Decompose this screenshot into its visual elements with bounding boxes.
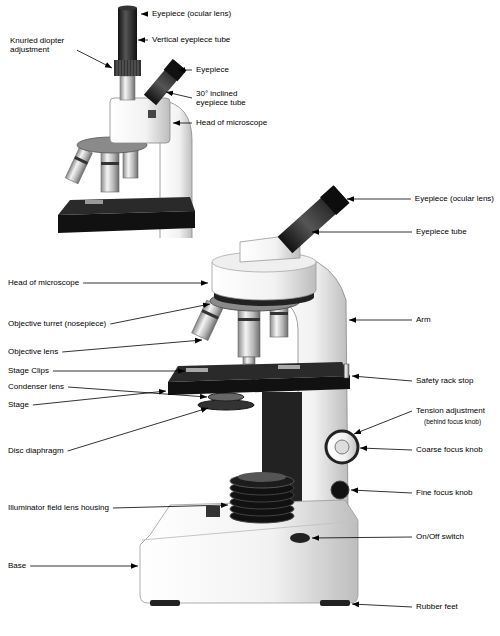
leader-arrow — [173, 123, 192, 124]
leader-arrow — [68, 387, 207, 397]
inset-knurling — [117, 60, 138, 76]
part-label: Vertical eyepiece tube — [152, 35, 230, 44]
part-label: Tension adjustment — [416, 406, 485, 415]
inset-eyepiece-top — [118, 6, 137, 11]
objective-band — [201, 309, 219, 319]
inset-head-screw — [148, 110, 156, 118]
leader-arrow — [33, 391, 166, 405]
part-label: Arm — [416, 315, 431, 324]
leader-arrow — [68, 408, 208, 451]
leader-arrow — [83, 283, 208, 284]
leader-arrow — [352, 604, 412, 607]
part-label: (behind focus knob) — [424, 418, 481, 425]
objective-band — [238, 318, 260, 321]
inset-objective-band — [74, 156, 88, 165]
power-switch — [290, 533, 310, 543]
stage-clip — [186, 368, 208, 372]
inset-head — [110, 98, 170, 143]
eyepiece — [320, 185, 349, 215]
condenser — [208, 393, 244, 401]
eyepiece-tube-body — [278, 186, 349, 253]
leader-arrow — [53, 371, 185, 372]
part-label: On/Off switch — [416, 532, 464, 541]
inset-objective — [101, 150, 119, 192]
main-microscope — [140, 185, 358, 606]
part-label: Objective turret (nosepiece) — [8, 319, 106, 328]
leader-arrow — [141, 14, 148, 15]
part-label: Stage — [8, 400, 29, 409]
logo-badge — [206, 506, 220, 517]
part-label: Eyepiece (ocular lens) — [415, 194, 494, 203]
rubber-foot — [320, 600, 350, 606]
part-label: Head of microscope — [196, 118, 267, 127]
inset-objective-band — [101, 162, 119, 165]
inset-vertical-eyepiece — [118, 8, 137, 60]
objective-band — [270, 312, 288, 315]
leader-arrow — [138, 40, 148, 41]
leader-arrow — [354, 411, 412, 434]
part-label: Illuminator field lens housing — [8, 503, 109, 512]
leader-arrow — [178, 70, 192, 71]
safety-rack-stop — [344, 364, 349, 378]
tension-cap — [335, 440, 349, 454]
leader-arrow — [110, 304, 210, 324]
part-label: Knurled diopter adjustment — [10, 36, 74, 54]
part-label: Disc diaphragm — [8, 446, 64, 455]
leader-arrow — [312, 232, 412, 233]
part-label: Condenser lens — [8, 382, 64, 391]
leader-arrow — [360, 448, 412, 450]
leader-arrow — [166, 92, 192, 98]
part-label: Fine focus knob — [416, 488, 472, 497]
leader-arrow — [30, 566, 138, 567]
part-label: 30° inclined eyepiece tube — [196, 89, 258, 107]
part-label: Rubber feet — [416, 602, 458, 611]
inset-vertical-tube — [120, 76, 135, 100]
illuminator — [230, 472, 294, 523]
part-label: Stage Clips — [8, 366, 49, 375]
part-label: Eyepiece — [196, 65, 229, 74]
part-label: Safety rack stop — [416, 376, 473, 385]
rubber-foot — [150, 600, 180, 606]
inset-inclined-eyepiece — [143, 59, 186, 106]
base — [140, 500, 358, 603]
leader-arrow — [77, 50, 112, 68]
coarse-focus-knob — [326, 431, 358, 463]
leader-arrow — [62, 340, 202, 352]
part-label: Head of microscope — [8, 278, 79, 287]
inset-stage-front — [58, 211, 195, 233]
leader-arrow — [113, 505, 228, 508]
leader-arrow — [347, 199, 411, 200]
part-label: Objective lens — [8, 347, 58, 356]
objective-tip — [243, 357, 255, 364]
base-edge — [142, 521, 358, 540]
fine-focus-knob — [331, 481, 349, 499]
leader-arrow — [351, 490, 412, 493]
stage-front — [168, 376, 350, 395]
part-label: Coarse focus knob — [416, 445, 483, 454]
part-label: Eyepiece (ocular lens) — [152, 9, 231, 18]
part-label: Eyepiece tube — [416, 227, 467, 236]
inset-objective — [65, 147, 92, 184]
leader-arrow — [349, 320, 412, 321]
leader-arrow — [312, 537, 412, 538]
objective-lens — [238, 305, 260, 357]
illuminator-lens — [238, 472, 286, 482]
stage-clip — [278, 365, 300, 369]
inset-inclined-tube — [144, 60, 186, 106]
eyepiece-tube — [277, 185, 350, 254]
part-label: Base — [8, 561, 26, 570]
inset-stage-clip — [85, 200, 103, 204]
inset-objective-body — [65, 147, 92, 184]
inset-diopter-ring — [114, 60, 141, 76]
leader-arrow — [352, 376, 412, 381]
